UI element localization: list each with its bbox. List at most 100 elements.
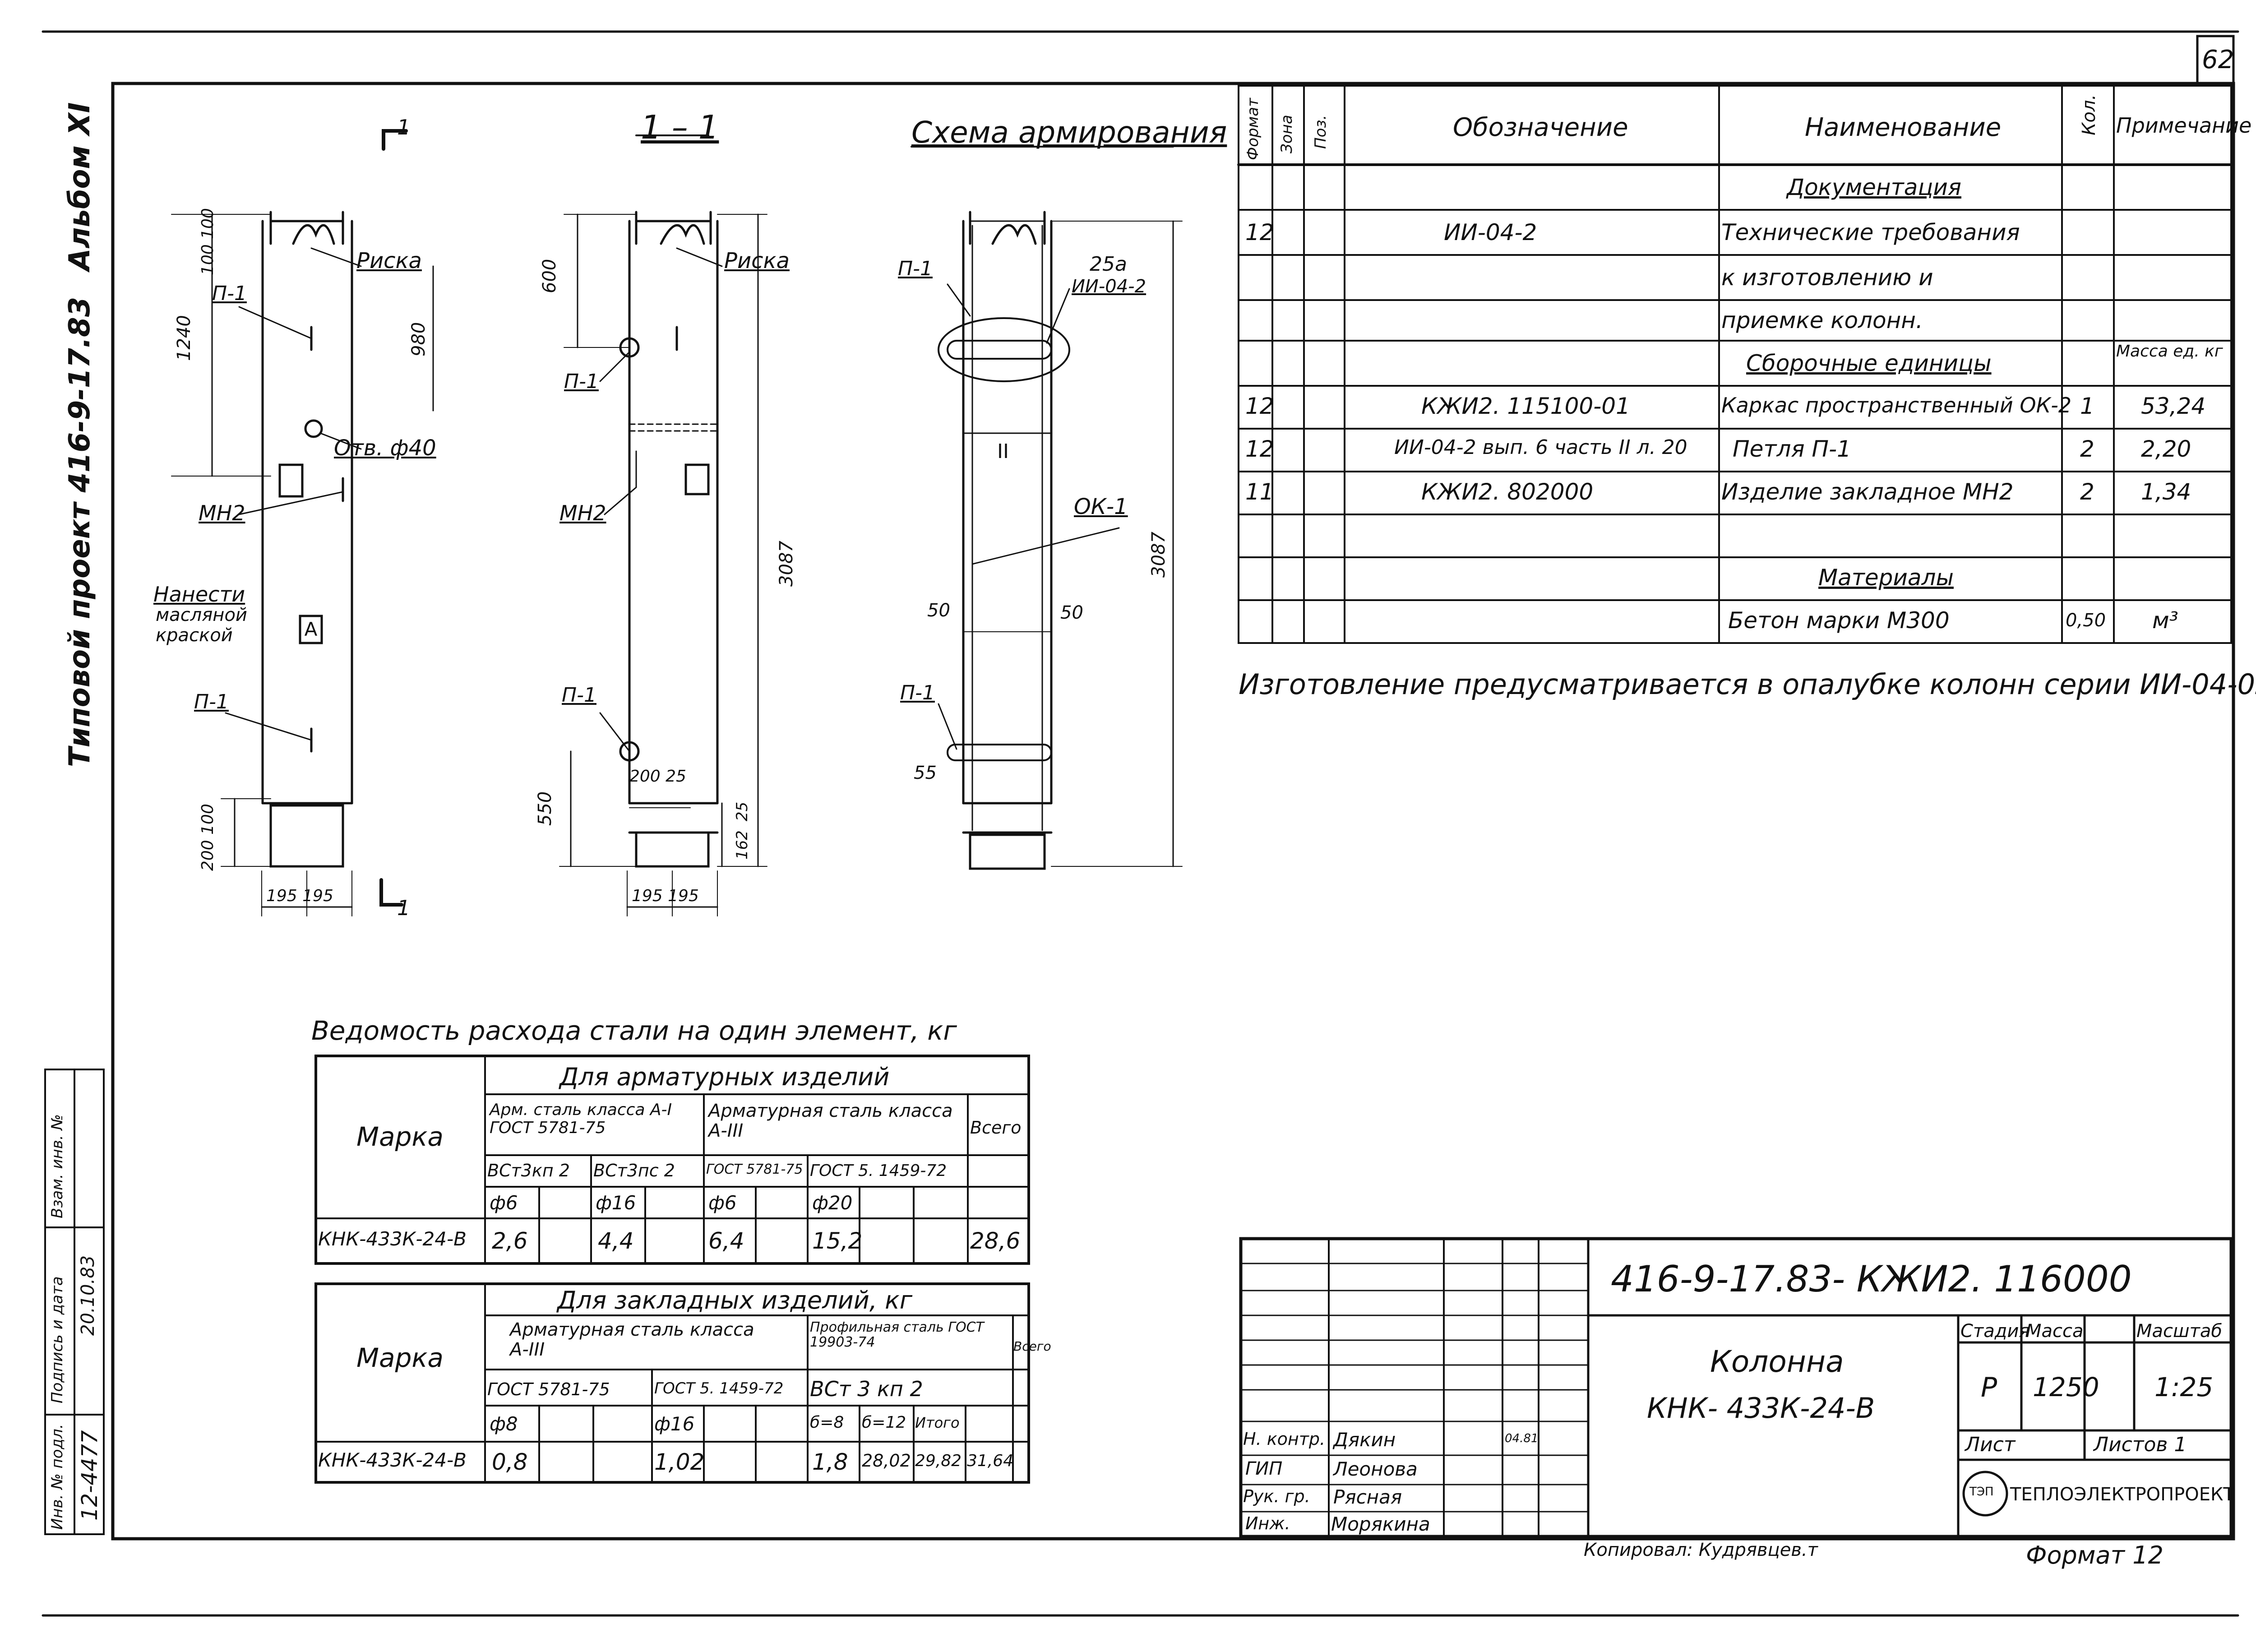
dim-195-195-a: 195 195: [266, 887, 333, 905]
steel2-diam: ф16: [654, 1413, 695, 1435]
stamp-sign-date-label: Подпись и дата: [48, 1276, 66, 1403]
spec-row-note: Масса ед. кг: [2116, 342, 2223, 361]
p1-label-a: П-1: [212, 282, 247, 305]
format-label: Формат 12: [2026, 1541, 2164, 1569]
title-stage-label: Стадия: [1960, 1321, 2030, 1342]
spec-row-designation: ИИ-04-2 вып. 6 часть II л. 20: [1394, 436, 1687, 459]
copied-by: Копировал: Кудрявцев.т: [1584, 1540, 1818, 1560]
spec-row-qty: 1: [2080, 393, 2094, 419]
dim-50-a: 50: [927, 600, 950, 621]
spec-header-qty: Кол.: [2079, 94, 2099, 135]
steel1-grade: ГОСТ 5781-75: [706, 1161, 803, 1177]
steel2-total: 31,64: [967, 1452, 1014, 1470]
dim-200-25: 200 25: [629, 767, 686, 786]
stamp-sign-date-value: 20.10.83: [78, 1255, 98, 1336]
title-org: ТЕПЛОЭЛЕКТРОПРОЕКТ: [2010, 1484, 2234, 1505]
spec-row-note: 53,24: [2141, 393, 2206, 419]
steel1-marka: Марка: [356, 1121, 444, 1152]
p1-label-c: П-1: [564, 370, 599, 393]
dim-600: 600: [539, 259, 560, 293]
spec-row-note: 1,34: [2141, 479, 2191, 505]
dim-3087-a: 3087: [776, 541, 797, 587]
spec-row-name: Технические требования: [1721, 219, 2020, 245]
steel1-group: Для арматурных изделий: [559, 1063, 890, 1091]
spec-row-qty: 0,50: [2066, 610, 2106, 631]
riska-label-2: Риска: [724, 248, 790, 273]
spec-row-note: м³: [2152, 607, 2178, 634]
paint-note-3: краской: [156, 625, 233, 646]
steel1-grade: ВСт3кп 2: [487, 1161, 570, 1180]
project-label: Типовой проект 416-9-17.83: [63, 296, 97, 767]
steel2-diam: ф8: [490, 1413, 518, 1435]
steel2-profile: Профильная сталь ГОСТ 19903-74: [810, 1319, 984, 1350]
steel1-grade: ГОСТ 5. 1459-72: [810, 1161, 947, 1180]
steel2-class-a3: Арматурная сталь класса А-III: [510, 1319, 754, 1360]
dim-100-100: 100 100: [199, 208, 217, 275]
steel1-class-a1: Арм. сталь класса А-I ГОСТ 5781-75: [490, 1101, 672, 1137]
steel2-value: 1,02: [654, 1449, 705, 1475]
paint-note-1: Нанести: [153, 582, 245, 606]
steel2-gost: ВСт 3 кп 2: [810, 1377, 923, 1401]
steel2-gost: ГОСТ 5. 1459-72: [654, 1379, 784, 1397]
stamp-inv-podl-value: 12-4477: [77, 1430, 102, 1521]
title-scale-label: Масштаб: [2136, 1321, 2223, 1342]
ok1-label: ОК-1: [1074, 494, 1128, 519]
steel2-diam: Итого: [915, 1414, 960, 1431]
steel1-diam: ф6: [490, 1192, 518, 1214]
section-title: 1 – 1: [641, 108, 719, 146]
mn2-label-b: МН2: [559, 501, 606, 525]
signature-date: 04.81: [1505, 1432, 1539, 1445]
spec-row-format: 12: [1245, 219, 1274, 245]
p1-label-d: П-1: [562, 684, 596, 707]
steel1-total-label: Всего: [970, 1118, 1022, 1138]
spec-row-designation: КЖИ2. 802000: [1421, 479, 1594, 505]
steel1-diam: ф16: [596, 1192, 636, 1214]
spec-row-docs-name: Документация: [1787, 174, 1961, 200]
scheme-title: Схема армирования: [911, 115, 1227, 150]
spec-row-materials-name: Материалы: [1818, 565, 1954, 591]
steel1-class-a3: Арматурная сталь класса А-III: [708, 1101, 953, 1141]
mn2-label-a: МН2: [199, 501, 245, 525]
sheet-number: 62: [2202, 45, 2234, 74]
dim-195-195-b: 195 195: [632, 887, 699, 905]
steel1-grade: ВСт3пс 2: [593, 1161, 675, 1180]
item-ref: ИИ-04-2: [1072, 276, 1146, 297]
manufacture-note: Изготовление предусматривается в опалубк…: [1239, 668, 2256, 701]
spec-header-note: Примечание: [2116, 113, 2252, 138]
spec-row-name: Каркас пространственный ОК-2: [1721, 393, 2072, 417]
title-name-1: Колонна: [1710, 1344, 1844, 1379]
dim-162: 162: [733, 830, 751, 860]
signature-name: Дякин: [1333, 1429, 1396, 1451]
dim-1240: 1240: [174, 315, 194, 361]
steel1-value: 2,6: [492, 1228, 528, 1254]
title-mass: 1250: [2033, 1372, 2099, 1402]
steel2-diam: б=12: [862, 1413, 906, 1432]
spec-row-designation: ИИ-04-2: [1444, 219, 1537, 245]
spec-row-name: Изделие закладное МН2: [1721, 479, 2014, 505]
title-scale: 1:25: [2154, 1372, 2214, 1402]
steel1-row-mark: КНК-433К-24-В: [318, 1228, 467, 1250]
steel1-total: 28,6: [970, 1228, 1021, 1254]
steel2-row-mark: КНК-433К-24-В: [318, 1449, 467, 1471]
bottom-section-mark: 1: [397, 896, 411, 920]
steel2-value: 0,8: [492, 1449, 528, 1475]
spec-row-format: 11: [1245, 479, 1274, 505]
spec-row-name: Бетон марки М300: [1728, 607, 1950, 634]
dim-25: 25: [733, 801, 751, 821]
side-section-mark: 1: [397, 115, 411, 139]
steel1-diam: ф20: [812, 1192, 853, 1214]
signature-role: Инж.: [1245, 1513, 1290, 1533]
dim-3087-b: 3087: [1148, 532, 1169, 578]
spec-row-qty: 2: [2080, 479, 2094, 505]
spec-row-name: Петля П-1: [1733, 436, 1851, 462]
dim-980: 980: [408, 322, 429, 356]
signature-role: Рук. гр.: [1243, 1486, 1310, 1506]
dim-200-100: 200 100: [199, 804, 217, 871]
steel2-value: 29,82: [915, 1452, 962, 1470]
spec-header-zone: Зона: [1278, 115, 1296, 153]
steel-title: Ведомость расхода стали на один элемент,…: [311, 1015, 957, 1046]
title-mass-label: Масса: [2026, 1321, 2084, 1342]
steel1-value: 6,4: [708, 1228, 744, 1254]
signature-role: Н. контр.: [1243, 1429, 1326, 1449]
